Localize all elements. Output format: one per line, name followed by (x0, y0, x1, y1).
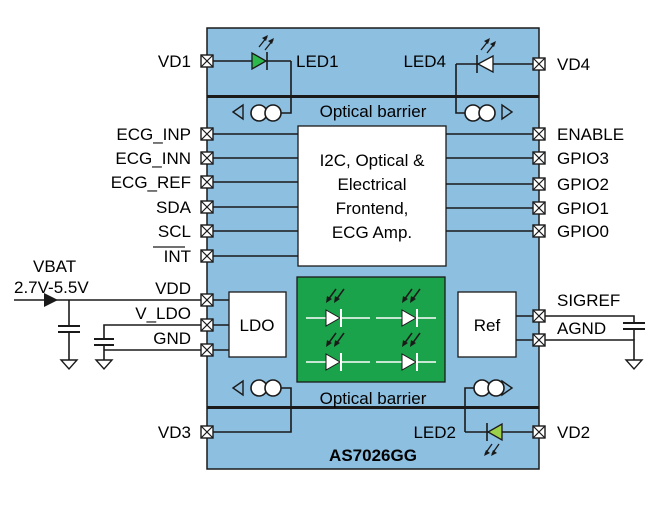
bottom-barrier-label: Optical barrier (320, 389, 427, 408)
led2-icon (484, 422, 503, 456)
pin-label-vdd: VDD (155, 279, 191, 298)
right-pin-labels: VD4 ENABLE GPIO3 GPIO2 GPIO1 GPIO0 SIGRE… (557, 55, 624, 442)
led4-icon (476, 38, 496, 74)
pin-int[interactable] (200, 249, 214, 263)
ref-label: Ref (474, 316, 501, 335)
frontend-line-1: I2C, Optical & (320, 151, 426, 170)
pin-gpio2[interactable] (532, 177, 546, 191)
photodiode-icon (376, 288, 436, 327)
agnd-wire (545, 339, 635, 360)
pin-label-agnd: AGND (557, 319, 606, 338)
ground-icon (624, 359, 644, 371)
pin-enable[interactable] (532, 127, 546, 141)
pin-label-int: INT (164, 247, 191, 266)
frontend-block (297, 125, 447, 267)
photodiode-icon (376, 332, 436, 371)
v-ldo-capacitor-icon (94, 338, 114, 360)
pin-vd4[interactable] (532, 57, 546, 71)
left-pin-labels: VD1 ECG_INP ECG_INN ECG_REF SDA SCL INT … (111, 52, 192, 442)
led4-label: LED4 (403, 52, 446, 71)
right-bus-wires (446, 133, 539, 232)
ground-icon (59, 359, 79, 371)
pin-gpio0[interactable] (532, 224, 546, 238)
frontend-line-3: Frontend, (336, 199, 409, 218)
pin-scl[interactable] (200, 224, 214, 238)
led1-icon (251, 35, 274, 71)
v-ldo-wire (103, 324, 201, 339)
pin-label-gpio2: GPIO2 (557, 175, 609, 194)
chip-name: AS7026GG (329, 446, 417, 465)
vdd-capacitor-icon (58, 300, 80, 360)
pin-sda[interactable] (200, 200, 214, 214)
pin-label-sigref: SIGREF (557, 291, 620, 310)
pin-vd1[interactable] (200, 54, 214, 68)
wire (207, 387, 292, 433)
vbat-label: VBAT (33, 257, 76, 276)
pin-label-gnd: GND (153, 329, 191, 348)
pin-sigref[interactable] (532, 309, 546, 323)
pin-label-gpio3: GPIO3 (557, 149, 609, 168)
pin-vd2[interactable] (532, 425, 546, 439)
top-optical-barrier-line (207, 95, 539, 98)
vbat-arrow-icon (44, 293, 58, 307)
led2-label: LED2 (413, 423, 456, 442)
pin-label-gpio0: GPIO0 (557, 222, 609, 241)
bottom-optical-barrier-line (207, 406, 539, 409)
pin-label-ecg-inp: ECG_INP (116, 125, 191, 144)
pin-ecg-inn[interactable] (200, 151, 214, 165)
top-barrier-label: Optical barrier (320, 102, 427, 121)
led1-label: LED1 (296, 52, 339, 71)
frontend-line-2: Electrical (338, 175, 407, 194)
wire (455, 64, 465, 114)
pin-label-gpio1: GPIO1 (557, 199, 609, 218)
pin-label-scl: SCL (158, 222, 191, 241)
pin-label-ecg-ref: ECG_REF (111, 173, 191, 192)
pin-ecg-ref[interactable] (200, 175, 214, 189)
pin-vd3[interactable] (200, 425, 214, 439)
vbat-range-label: 2.7V-5.5V (14, 278, 89, 297)
pin-vdd[interactable] (200, 293, 214, 307)
wire (464, 387, 474, 432)
photodiode-icon (306, 288, 370, 327)
pin-ecg-inp[interactable] (200, 127, 214, 141)
wire (281, 61, 292, 114)
pin-gpio3[interactable] (532, 151, 546, 165)
pin-label-vd1: VD1 (158, 52, 191, 71)
sigref-wire (545, 315, 635, 323)
pin-label-sda: SDA (156, 198, 192, 217)
ref-block (457, 291, 517, 358)
pin-label-vd2: VD2 (557, 423, 590, 442)
ground-icon (94, 359, 114, 371)
pin-label-ecg-inn: ECG_INN (115, 149, 191, 168)
pin-label-v-ldo: V_LDO (135, 304, 191, 323)
pin-gpio1[interactable] (532, 201, 546, 215)
pin-agnd[interactable] (532, 333, 546, 347)
pin-label-vd3: VD3 (158, 423, 191, 442)
pin-label-enable: ENABLE (557, 125, 624, 144)
pin-v-ldo[interactable] (200, 318, 214, 332)
pin-label-vd4: VD4 (557, 55, 590, 74)
photodiode-array (296, 276, 446, 383)
arrow-right-icon (501, 103, 514, 121)
left-bus-wires (207, 133, 298, 257)
arrow-left-icon (231, 103, 244, 121)
frontend-line-4: ECG Amp. (332, 223, 412, 242)
ldo-label: LDO (240, 316, 275, 335)
pin-gnd[interactable] (200, 343, 214, 357)
arrow-left-icon (231, 379, 244, 397)
sigref-capacitor-icon (623, 322, 645, 330)
photodiode-icon (306, 332, 370, 371)
